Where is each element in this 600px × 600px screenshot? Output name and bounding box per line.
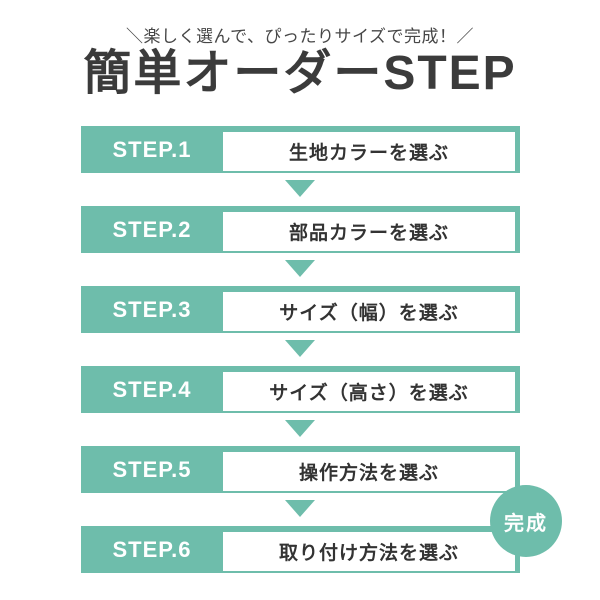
arrow-down-icon — [285, 420, 315, 437]
step-row-3: STEP.3 サイズ（幅）を選ぶ — [81, 286, 520, 333]
step-description: 部品カラーを選ぶ — [223, 212, 515, 251]
completion-badge-label: 完成 — [504, 512, 548, 535]
tagline: ＼楽しく選んで、ぴったりサイズで完成！／ — [126, 27, 474, 46]
arrow-down-icon — [285, 340, 315, 357]
arrow-down-icon — [285, 260, 315, 277]
arrow-down-icon — [285, 180, 315, 197]
step-description: 操作方法を選ぶ — [223, 452, 515, 491]
arrow-down-icon — [285, 500, 315, 517]
step-row-1: STEP.1 生地カラーを選ぶ — [81, 126, 520, 173]
step-row-4: STEP.4 サイズ（高さ）を選ぶ — [81, 366, 520, 413]
step-row-6: STEP.6 取り付け方法を選ぶ — [81, 526, 520, 573]
step-description: 生地カラーを選ぶ — [223, 132, 515, 171]
completion-badge: 完成 — [490, 485, 562, 557]
step-number-label: STEP.6 — [112, 536, 192, 562]
step-number-label: STEP.2 — [112, 216, 192, 242]
step-number-label: STEP.3 — [112, 296, 192, 322]
step-number-label: STEP.1 — [112, 136, 192, 162]
page-title: 簡単オーダーSTEP — [83, 47, 517, 100]
step-row-5: STEP.5 操作方法を選ぶ — [81, 446, 520, 493]
step-description: サイズ（高さ）を選ぶ — [223, 372, 515, 411]
step-row-2: STEP.2 部品カラーを選ぶ — [81, 206, 520, 253]
step-description: 取り付け方法を選ぶ — [223, 532, 515, 571]
step-description: サイズ（幅）を選ぶ — [223, 292, 515, 331]
step-number-label: STEP.5 — [112, 456, 192, 482]
step-number-label: STEP.4 — [112, 376, 192, 402]
